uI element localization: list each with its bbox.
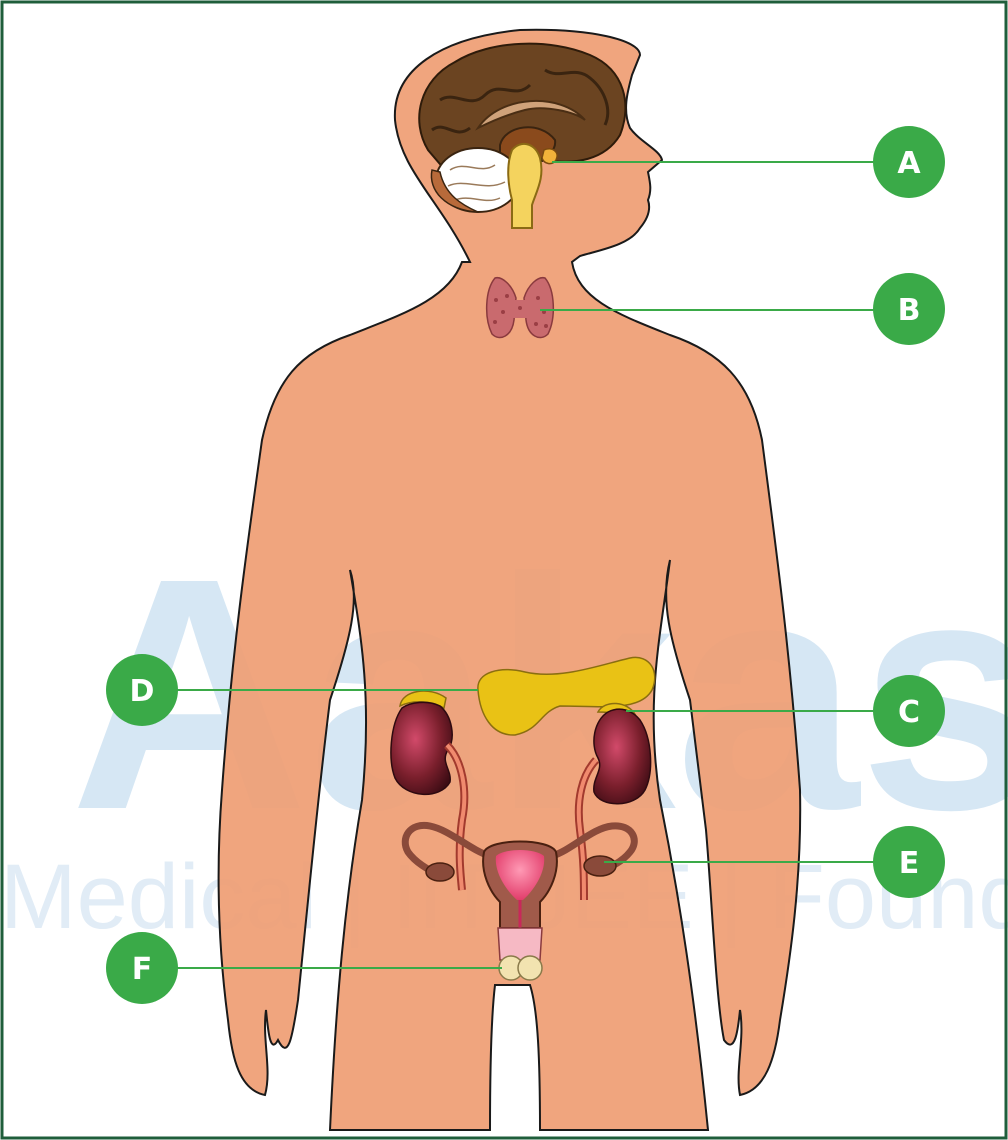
label-a[interactable]: A: [873, 126, 945, 198]
label-e-text: E: [899, 846, 920, 881]
label-c-text: C: [898, 695, 920, 730]
label-c[interactable]: C: [873, 675, 945, 747]
gland-f-right: [518, 956, 542, 980]
ovary-left: [426, 863, 454, 881]
label-e[interactable]: E: [873, 826, 945, 898]
label-a-text: A: [897, 146, 921, 181]
label-d[interactable]: D: [106, 654, 178, 726]
vagina: [498, 928, 542, 960]
kidney-left: [391, 702, 452, 794]
label-f[interactable]: F: [106, 932, 178, 1004]
label-f-text: F: [132, 952, 153, 987]
label-b[interactable]: B: [873, 273, 945, 345]
ovary-right: [584, 856, 616, 876]
kidney-right: [594, 709, 651, 804]
label-d-text: D: [130, 674, 155, 709]
label-b-text: B: [898, 293, 921, 328]
